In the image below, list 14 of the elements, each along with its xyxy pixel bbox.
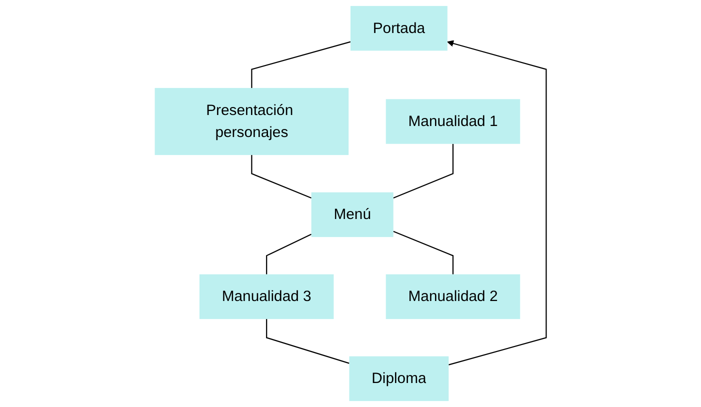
node-box: Presentación personajes [154,88,349,156]
connector [266,319,350,364]
arrow [447,40,547,366]
connector [393,230,454,274]
connector [393,144,454,198]
node-box: Manualidad 2 [386,274,520,320]
node-box: Manualidad 3 [199,274,334,320]
connector [251,41,351,88]
node-box: Menú [311,192,394,238]
node-box: Portada [350,6,448,51]
connector [266,234,312,274]
node-box: Manualidad 1 [386,99,520,144]
node-box: Diploma [349,356,449,402]
connector [251,155,312,198]
